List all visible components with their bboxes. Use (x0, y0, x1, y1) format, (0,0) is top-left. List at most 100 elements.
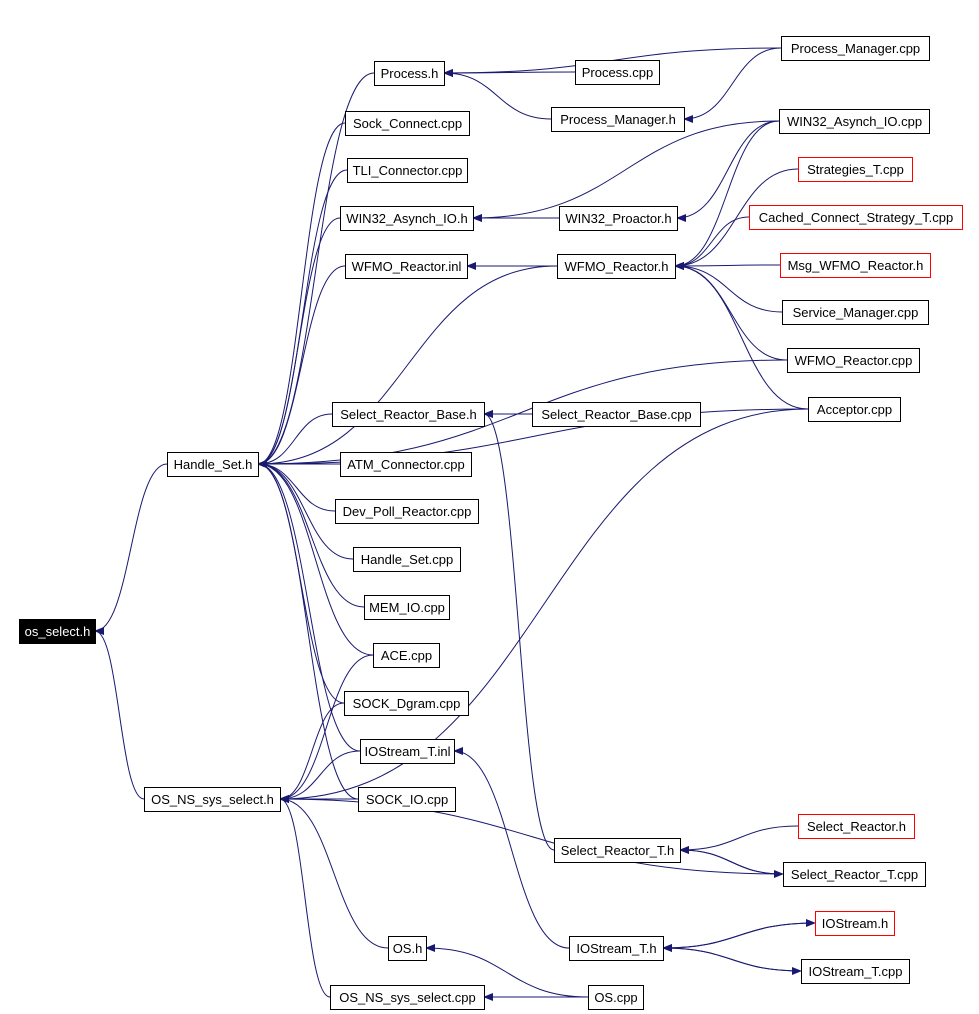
dependency-edge (257, 122, 346, 468)
node-box (332, 402, 485, 427)
node-box (388, 936, 427, 961)
node-box (749, 205, 963, 230)
dependency-edge (674, 262, 783, 313)
edge-cached-connect-strategy-t-cpp-to-wfmo-reactor-h (674, 216, 750, 270)
node-select-reactor-base-h[interactable]: Select_Reactor_Base.h (332, 402, 485, 427)
node-cached-connect-strategy-t-cpp[interactable]: Cached_Connect_Strategy_T.cpp (749, 205, 963, 230)
node-label: WFMO_Reactor.cpp (795, 353, 913, 368)
node-box (588, 985, 644, 1010)
node-handle-set-h[interactable]: Handle_Set.h (167, 452, 259, 477)
node-iostream-t-inl[interactable]: IOStream_T.inl (360, 739, 455, 764)
node-label: WFMO_Reactor.h (564, 259, 668, 274)
node-iostream-h[interactable]: IOStream.h (815, 911, 895, 936)
node-process-manager-h[interactable]: Process_Manager.h (551, 107, 685, 132)
node-label: WIN32_Asynch_IO.h (346, 211, 467, 226)
dependency-edge (279, 408, 809, 803)
node-handle-set-cpp[interactable]: Handle_Set.cpp (353, 547, 461, 572)
dependency-edge (425, 944, 589, 998)
edge-mem-io-cpp-to-handle-set-h (257, 460, 365, 608)
dependency-edge (674, 261, 781, 270)
dependency-edge (257, 217, 341, 468)
node-process-cpp[interactable]: Process.cpp (575, 60, 660, 85)
node-os-cpp[interactable]: OS.cpp (588, 985, 644, 1010)
dependency-edge (662, 919, 816, 949)
node-select-reactor-h[interactable]: Select_Reactor.h (798, 814, 915, 839)
edge-ace-cpp-to-os-ns-sys-select-h (279, 654, 374, 803)
node-select-reactor-t-h[interactable]: Select_Reactor_T.h (554, 838, 681, 863)
node-sock-io-cpp[interactable]: SOCK_IO.cpp (358, 787, 456, 812)
node-box (532, 402, 701, 427)
dependency-edge (94, 627, 145, 800)
node-box (569, 936, 664, 961)
node-dev-poll-reactor-cpp[interactable]: Dev_Poll_Reactor.cpp (335, 499, 479, 524)
node-box (345, 111, 470, 136)
dependency-edge (674, 120, 780, 270)
dependency-edge (676, 120, 780, 222)
node-label: Process.h (381, 66, 439, 81)
edge-iostream-t-h-to-iostream-h (662, 919, 816, 949)
node-wfmo-reactor-h[interactable]: WFMO_Reactor.h (557, 254, 676, 279)
node-os-ns-sys-select-cpp[interactable]: OS_NS_sys_select.cpp (330, 985, 485, 1010)
node-select-reactor-t-cpp[interactable]: Select_Reactor_T.cpp (783, 862, 926, 887)
node-service-manager-cpp[interactable]: Service_Manager.cpp (782, 300, 929, 325)
node-box (779, 109, 930, 134)
edge-os-h-to-os-ns-sys-select-h (279, 795, 389, 949)
node-strategies-t-cpp[interactable]: Strategies_T.cpp (798, 157, 913, 182)
node-win32-asynch-io-h[interactable]: WIN32_Asynch_IO.h (340, 206, 474, 231)
node-wfmo-reactor-inl[interactable]: WFMO_Reactor.inl (345, 254, 468, 279)
node-box (340, 206, 474, 231)
node-ace-cpp[interactable]: ACE.cpp (373, 643, 440, 668)
node-acceptor-cpp[interactable]: Acceptor.cpp (808, 397, 901, 422)
edge-select-reactor-t-h-to-select-reactor-t-cpp (679, 849, 784, 878)
node-atm-connector-cpp[interactable]: ATM_Connector.cpp (340, 452, 472, 477)
node-iostream-t-cpp[interactable]: IOStream_T.cpp (801, 959, 910, 984)
node-sock-connect-cpp[interactable]: Sock_Connect.cpp (345, 111, 470, 136)
node-process-h[interactable]: Process.h (374, 61, 445, 86)
node-box (353, 547, 461, 572)
edge-msg-wfmo-reactor-h-to-wfmo-reactor-h (674, 261, 781, 270)
edge-acceptor-cpp-to-wfmo-reactor-h (674, 262, 809, 410)
edge-win32-asynch-io-h-to-handle-set-h (257, 217, 341, 468)
node-sock-dgram-cpp[interactable]: SOCK_Dgram.cpp (344, 691, 469, 716)
edge-win32-asynch-io-cpp-to-wfmo-reactor-h (674, 120, 780, 270)
edge-os-cpp-to-os-h (425, 944, 589, 998)
node-mem-io-cpp[interactable]: MEM_IO.cpp (364, 595, 450, 620)
node-iostream-t-h[interactable]: IOStream_T.h (569, 936, 664, 961)
dependency-edge (483, 410, 555, 851)
edges-layer (94, 47, 816, 1001)
node-msg-wfmo-reactor-h[interactable]: Msg_WFMO_Reactor.h (780, 253, 931, 278)
edge-process-manager-cpp-to-process-manager-h (683, 47, 782, 123)
node-select-reactor-base-cpp[interactable]: Select_Reactor_Base.cpp (532, 402, 701, 427)
edge-wfmo-reactor-cpp-to-wfmo-reactor-h (674, 262, 788, 361)
node-os-h[interactable]: OS.h (388, 936, 427, 961)
node-box (19, 619, 96, 644)
node-box (167, 452, 259, 477)
dependency-edge (679, 825, 799, 854)
edge-sock-io-cpp-to-handle-set-h (257, 460, 359, 800)
edge-win32-asynch-io-cpp-to-win32-proactor-h (676, 120, 780, 222)
node-label: WFMO_Reactor.inl (352, 259, 462, 274)
edge-iostream-t-h-to-iostream-t-cpp (662, 947, 802, 975)
node-label: ATM_Connector.cpp (347, 457, 465, 472)
node-box (783, 862, 926, 887)
node-label: Select_Reactor_Base.cpp (541, 407, 691, 422)
edge-sock-connect-cpp-to-handle-set-h (257, 122, 346, 468)
dependency-edge (674, 168, 799, 270)
node-tli-connector-cpp[interactable]: TLI_Connector.cpp (347, 158, 468, 183)
node-wfmo-reactor-cpp[interactable]: WFMO_Reactor.cpp (787, 348, 920, 373)
node-win32-proactor-h[interactable]: WIN32_Proactor.h (559, 206, 678, 231)
node-label: Process_Manager.cpp (791, 41, 920, 56)
node-label: TLI_Connector.cpp (353, 163, 463, 178)
node-win32-asynch-io-cpp[interactable]: WIN32_Asynch_IO.cpp (779, 109, 930, 134)
node-os-select-h[interactable]: os_select.h (19, 619, 96, 644)
node-process-manager-cpp[interactable]: Process_Manager.cpp (781, 36, 930, 61)
dependency-edge (257, 460, 365, 608)
node-box (335, 499, 479, 524)
node-box (801, 959, 910, 984)
edge-iostream-t-h-to-iostream-t-inl (453, 747, 570, 949)
edge-win32-asynch-io-cpp-to-win32-asynch-io-h (472, 120, 780, 222)
node-box (344, 691, 469, 716)
node-os-ns-sys-select-h[interactable]: OS_NS_sys_select.h (144, 787, 281, 812)
node-box (374, 61, 445, 86)
node-label: Select_Reactor_T.h (561, 843, 674, 858)
